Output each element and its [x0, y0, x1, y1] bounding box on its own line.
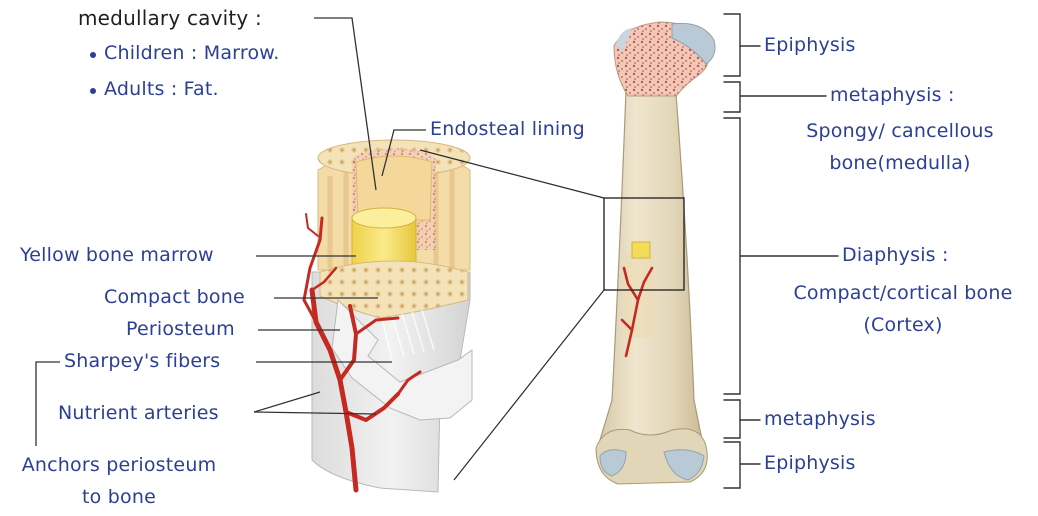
zoom-line-bottom	[454, 290, 604, 480]
metaphysis-bottom-label: metaphysis	[764, 408, 876, 430]
bullet-dot	[90, 88, 96, 94]
yellow-marrow-top	[352, 208, 416, 228]
endosteal-lining-label: Endosteal lining	[430, 118, 585, 140]
children-note: Children : Marrow.	[104, 42, 280, 64]
compact-bone-label: Compact bone	[104, 286, 245, 308]
epiphysis-bottom-label: Epiphysis	[764, 452, 856, 474]
medulla-label: bone(medulla)	[786, 152, 1014, 174]
cortex-label: (Cortex)	[770, 314, 1036, 336]
spongy-bone-label: Spongy/ cancellous	[786, 120, 1014, 142]
sharpeys-fibers-label: Sharpey's fibers	[64, 350, 220, 372]
bone-section-illustration	[304, 140, 472, 492]
medullary-cavity-title: medullary cavity :	[78, 6, 262, 30]
periosteum-label: Periosteum	[126, 318, 235, 340]
adults-note: Adults : Fat.	[104, 78, 219, 100]
anchors-periosteum-label: Anchors periosteum	[8, 454, 230, 476]
bullet-dot	[90, 52, 96, 58]
anchors-to-bone-label: to bone	[8, 486, 230, 508]
shaft-marrow-mini	[632, 242, 650, 258]
diaphysis-label: Diaphysis :	[842, 244, 949, 266]
metaphysis-top-label: metaphysis :	[830, 84, 955, 106]
yellow-marrow-label: Yellow bone marrow	[20, 244, 214, 266]
compact-cortical-label: Compact/cortical bone	[770, 282, 1036, 304]
nutrient-arteries-label: Nutrient arteries	[58, 402, 219, 424]
epiphysis-top-label: Epiphysis	[764, 34, 856, 56]
